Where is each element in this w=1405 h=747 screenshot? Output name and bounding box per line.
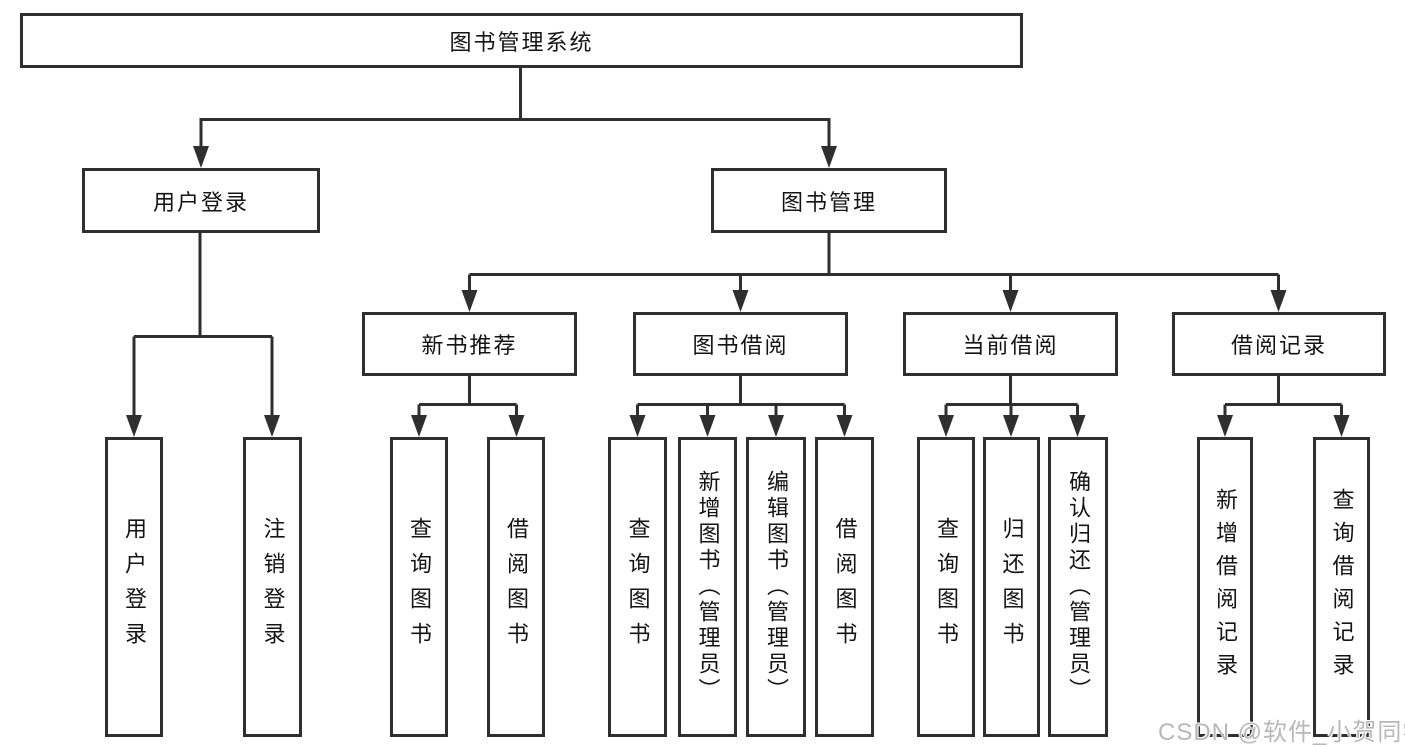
- leaf-borrow-books: 借阅图书: [815, 437, 874, 737]
- arrowhead-down: [1002, 290, 1019, 312]
- arrowhead-down: [732, 290, 749, 312]
- node-borrow-records: 借阅记录: [1172, 312, 1386, 376]
- connector-book-mgmt-to-level3: [461, 233, 1287, 312]
- arrowhead-down: [1003, 415, 1019, 437]
- leaf-add-borrow-record: 新增借阅记录: [1197, 437, 1253, 737]
- arrowhead-down: [411, 415, 427, 437]
- connector-line: [199, 68, 831, 146]
- arrowhead-down: [1069, 415, 1086, 437]
- connector-line: [636, 376, 846, 415]
- arrowhead-down: [629, 415, 646, 437]
- arrowhead-down: [1270, 290, 1287, 312]
- arrowhead-down: [461, 290, 478, 312]
- arrowhead-down: [508, 415, 525, 437]
- connector-line: [417, 376, 518, 415]
- node-book-management: 图书管理: [711, 168, 947, 233]
- arrowhead-down: [193, 146, 209, 168]
- arrowhead-down: [768, 415, 784, 437]
- node-new-book-recommend: 新书推荐: [362, 312, 577, 376]
- connector-new-book-to-leaves: [411, 376, 525, 437]
- node-library-system: 图书管理系统: [20, 13, 1023, 68]
- leaf-query-borrow-record: 查询借阅记录: [1313, 437, 1370, 737]
- connector-current-borrow-to-leaves: [938, 376, 1086, 437]
- leaf-confirm-return-admin: 确认归还（管理员）: [1048, 437, 1108, 737]
- connector-root-to-level2: [193, 68, 837, 168]
- node-user-login: 用户登录: [82, 168, 320, 233]
- connector-book-borrow-to-leaves: [629, 376, 853, 437]
- arrowhead-down: [938, 415, 954, 437]
- leaf-borrow-books-recommend: 借阅图书: [487, 437, 545, 737]
- connector-line: [132, 233, 274, 415]
- arrowhead-down: [821, 146, 837, 168]
- arrowhead-down: [264, 415, 280, 437]
- connector-user-login-to-leaves: [126, 233, 280, 437]
- leaf-add-books-admin: 新增图书（管理员）: [678, 437, 737, 737]
- connector-line: [1223, 376, 1343, 415]
- leaf-query-books-borrow: 查询图书: [608, 437, 667, 737]
- connector-line: [468, 233, 1280, 290]
- leaf-logout: 注销登录: [243, 437, 302, 737]
- arrowhead-down: [1333, 415, 1350, 437]
- node-current-borrowing: 当前借阅: [903, 312, 1118, 376]
- leaf-user-login: 用户登录: [105, 437, 163, 737]
- connector-line: [944, 376, 1079, 415]
- node-book-borrowing: 图书借阅: [633, 312, 848, 376]
- arrowhead-down: [699, 415, 716, 437]
- leaf-return-books: 归还图书: [983, 437, 1040, 737]
- leaf-query-books-recommend: 查询图书: [390, 437, 448, 737]
- csdn-watermark: CSDN @软件_小贺同学: [1158, 719, 1405, 746]
- connector-borrow-records-to-leaves: [1217, 376, 1350, 437]
- arrowhead-down: [836, 415, 853, 437]
- arrowhead-down: [1217, 415, 1233, 437]
- leaf-query-books-current: 查询图书: [917, 437, 975, 737]
- leaf-edit-books-admin: 编辑图书（管理员）: [746, 437, 806, 737]
- arrowhead-down: [126, 415, 142, 437]
